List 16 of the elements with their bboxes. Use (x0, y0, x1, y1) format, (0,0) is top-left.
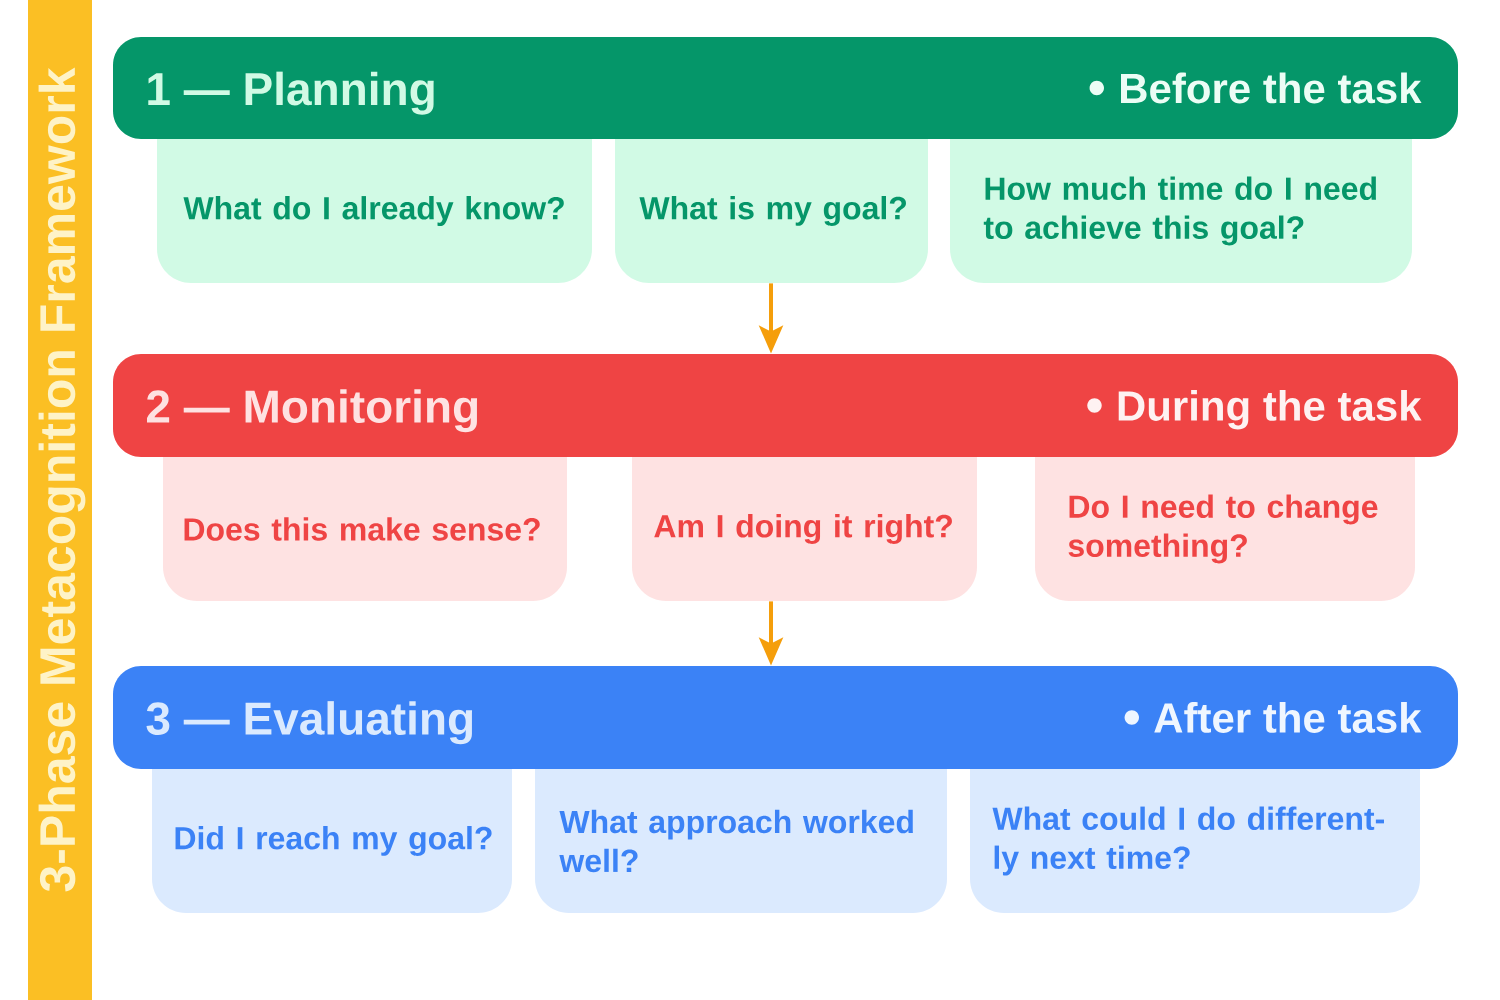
question-card: What could I do different- ly next time? (970, 769, 1420, 913)
question-card: What do I already know? (157, 139, 592, 283)
question-card: What is my goal? (615, 139, 928, 283)
question-card: Did I reach my goal? (152, 769, 512, 913)
timing-label: During the task (1118, 390, 1422, 430)
phase-title: 2 — Monitoring (147, 389, 478, 433)
timing-label: Before the task (1121, 72, 1422, 104)
phase-title: 1 — Planning (148, 71, 434, 115)
question-card: What approach worked well? (535, 769, 947, 913)
question-card: Am I doing it right? (632, 457, 977, 601)
question-card: Do I need to change something? (1035, 457, 1415, 601)
title-band: 3-Phase Metacognition Framework (28, 0, 92, 1000)
phase-title: 3 — Evaluating (146, 701, 473, 745)
timing-label: After the task (1154, 702, 1422, 733)
question-card: How much time do I need to achieve this goal? (950, 139, 1412, 283)
question-card: Does this make sense? (163, 457, 567, 601)
